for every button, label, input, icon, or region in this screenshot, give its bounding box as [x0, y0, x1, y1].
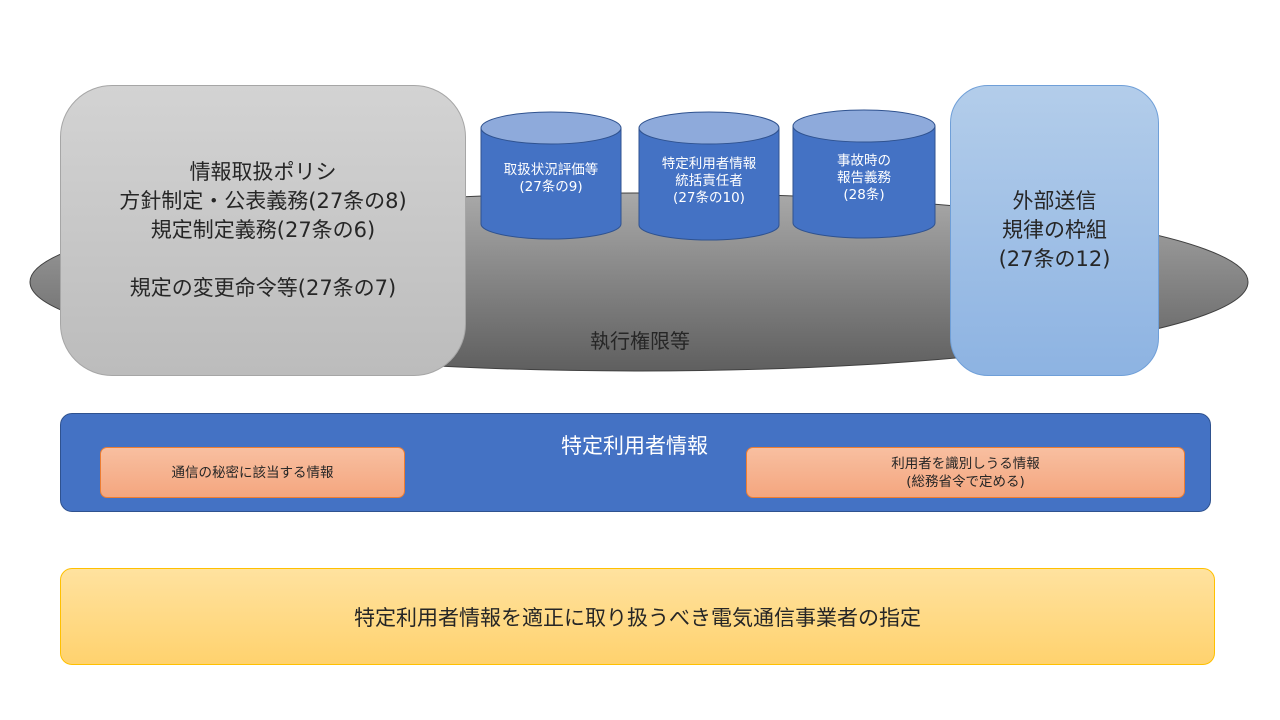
cylinder-2: [638, 111, 780, 241]
user-info-title: 特定利用者情報: [561, 434, 708, 458]
external-line: 規律の枠組: [1002, 218, 1107, 242]
cylinder-line: (28条): [843, 187, 885, 203]
external-transmission-box: 外部送信 規律の枠組 (27条の12): [950, 85, 1159, 376]
cylinder-line: (27条の10): [673, 190, 745, 206]
cylinder-line: (27条の9): [519, 179, 583, 195]
designation-box: 特定利用者情報を適正に取り扱うべき電気通信事業者の指定: [60, 568, 1215, 665]
policy-line: 方針制定・公表義務(27条の8): [119, 189, 407, 213]
policy-line: 情報取扱ポリシ: [189, 160, 337, 184]
policy-line: 規定制定義務(27条の6): [150, 218, 376, 242]
identifiable-info-label: 利用者を識別しうる情報: [891, 455, 1040, 472]
cylinder-line: 報告義務: [837, 170, 891, 186]
cylinder-line: 取扱状況評価等: [503, 162, 599, 178]
cylinder-1-label: 取扱状況評価等 (27条の9): [481, 162, 621, 196]
cylinder-3: [792, 109, 936, 239]
cylinder-3-label: 事故時の 報告義務 (28条): [793, 153, 935, 204]
cylinder-line: 特定利用者情報: [661, 156, 757, 172]
identifiable-info-box: 利用者を識別しうる情報 (総務省令で定める): [746, 447, 1185, 498]
policy-line: 規定の変更命令等(27条の7): [129, 276, 397, 300]
identifiable-info-note: (総務省令で定める): [906, 473, 1025, 490]
external-line: 外部送信: [1012, 189, 1097, 213]
designation-label: 特定利用者情報を適正に取り扱うべき電気通信事業者の指定: [354, 605, 921, 630]
secrecy-info-label: 通信の秘密に該当する情報: [171, 464, 334, 481]
external-line: (27条の12): [998, 247, 1111, 271]
enforcement-label: 執行権限等: [590, 329, 690, 353]
cylinder-line: 事故時の: [837, 153, 891, 169]
cylinder-2-label: 特定利用者情報 統括責任者 (27条の10): [639, 156, 779, 207]
secrecy-info-box: 通信の秘密に該当する情報: [100, 447, 405, 498]
cylinder-1: [480, 111, 622, 240]
policy-box: 情報取扱ポリシ 方針制定・公表義務(27条の8) 規定制定義務(27条の6) 規…: [60, 85, 466, 376]
cylinder-line: 統括責任者: [675, 173, 743, 189]
